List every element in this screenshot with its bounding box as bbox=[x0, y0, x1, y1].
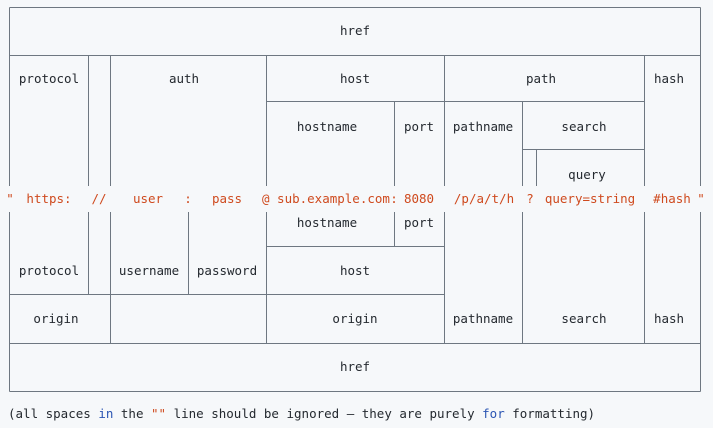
label-auth: auth bbox=[168, 71, 200, 86]
caption-part-2: the bbox=[113, 406, 152, 421]
label-href-top: href bbox=[339, 23, 371, 38]
caption-part-3: line should be ignored — they are purely bbox=[166, 406, 483, 421]
label-protocol-bottom: protocol bbox=[18, 263, 80, 278]
caption-quotes: "" bbox=[151, 406, 167, 421]
label-search-top: search bbox=[561, 119, 607, 134]
label-hash-bottom: hash bbox=[653, 311, 685, 326]
label-port-top: port bbox=[403, 119, 435, 134]
url-query: query=string bbox=[544, 191, 636, 206]
url-at-host: @ sub.example.com bbox=[262, 191, 390, 206]
label-pathname-top: pathname bbox=[452, 119, 514, 134]
label-path: path bbox=[525, 71, 557, 86]
url-colon-auth: : bbox=[184, 191, 192, 206]
label-username: username bbox=[118, 263, 180, 278]
url-slashes: // bbox=[91, 191, 107, 206]
caption-part-1: (all spaces bbox=[8, 406, 99, 421]
caption-part-4: formatting) bbox=[504, 406, 596, 421]
label-pathname-bottom: pathname bbox=[452, 311, 514, 326]
label-hostname-top: hostname bbox=[296, 119, 358, 134]
label-host-bottom: host bbox=[339, 263, 371, 278]
label-password: password bbox=[196, 263, 258, 278]
url-question-mark: ? bbox=[526, 191, 534, 206]
label-origin-left: origin bbox=[33, 311, 79, 326]
url-port: 8080 bbox=[403, 191, 435, 206]
caption-keyword-in: in bbox=[98, 406, 114, 421]
caption-keyword-for: for bbox=[482, 406, 505, 421]
url-scheme: https: bbox=[26, 191, 72, 206]
label-host-top: host bbox=[339, 71, 371, 86]
url-close-quote: " bbox=[697, 191, 705, 206]
label-query: query bbox=[568, 167, 606, 182]
url-open-quote: " bbox=[6, 191, 14, 206]
url-colon-port: : bbox=[390, 191, 398, 206]
label-port-bottom: port bbox=[403, 215, 435, 230]
url-pass: pass bbox=[211, 191, 243, 206]
label-hash-top: hash bbox=[653, 71, 685, 86]
label-origin-center: origin bbox=[332, 311, 378, 326]
label-search-bottom: search bbox=[561, 311, 607, 326]
formatting-note: (all spaces in the "" line should be ign… bbox=[8, 406, 595, 421]
url-hash: #hash bbox=[653, 191, 691, 206]
url-path: /p/a/t/h bbox=[453, 191, 515, 206]
url-user: user bbox=[132, 191, 164, 206]
label-href-bottom: href bbox=[339, 359, 371, 374]
label-protocol-top: protocol bbox=[18, 71, 80, 86]
label-hostname-bottom: hostname bbox=[296, 215, 358, 230]
